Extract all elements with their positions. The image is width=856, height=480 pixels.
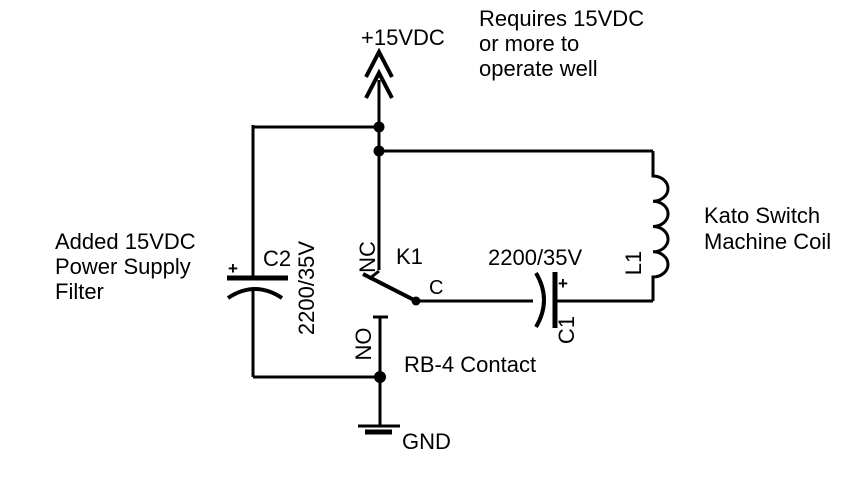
inductor-coil-symbol	[651, 151, 670, 301]
relay-ref-label: K1	[396, 244, 423, 269]
relay-common-dot	[411, 296, 421, 306]
c1-polarity-plus: +	[558, 274, 568, 293]
filter-note: Added 15VDC Power Supply Filter	[55, 229, 196, 304]
c2-value-label: 2200/35V	[294, 240, 319, 336]
junction-dot-bottom	[374, 371, 386, 383]
relay-common-label: C	[429, 277, 444, 299]
coil-ref-label: L1	[621, 250, 646, 276]
filter-note-line: Filter	[55, 279, 104, 304]
relay-contact-note: RB-4 Contact	[404, 352, 537, 377]
coil-note-line: Kato Switch	[704, 203, 821, 228]
c2-ref-label: C2	[263, 246, 292, 271]
filter-note-line: Added 15VDC	[55, 229, 196, 254]
power-note: Requires 15VDC or more to operate well	[479, 6, 644, 81]
c1-value-label: 2200/35V	[488, 245, 583, 270]
relay-switch-arm	[362, 272, 417, 303]
capacitor-c2-curved-plate	[226, 287, 284, 300]
filter-note-line: Power Supply	[55, 254, 191, 279]
relay-nc-label: NC	[355, 241, 380, 273]
coil-note-line: Machine Coil	[704, 229, 832, 254]
power-arrow-icon	[364, 47, 394, 78]
c1-ref-label: C1	[554, 315, 579, 345]
capacitor-c1-curved-plate	[534, 271, 546, 329]
power-label: +15VDC	[361, 25, 445, 50]
power-note-line: operate well	[479, 56, 598, 81]
power-note-line: Requires 15VDC	[479, 6, 645, 31]
relay-no-label: NO	[351, 327, 376, 361]
coil-note: Kato Switch Machine Coil	[704, 203, 831, 255]
junction-dot-top	[373, 121, 385, 133]
power-note-line: or more to	[479, 31, 580, 56]
ground-label: GND	[402, 429, 451, 454]
power-arrow-icon-inner	[364, 68, 394, 99]
c2-polarity-plus: +	[228, 259, 238, 278]
junction-dot-coil	[373, 145, 385, 157]
